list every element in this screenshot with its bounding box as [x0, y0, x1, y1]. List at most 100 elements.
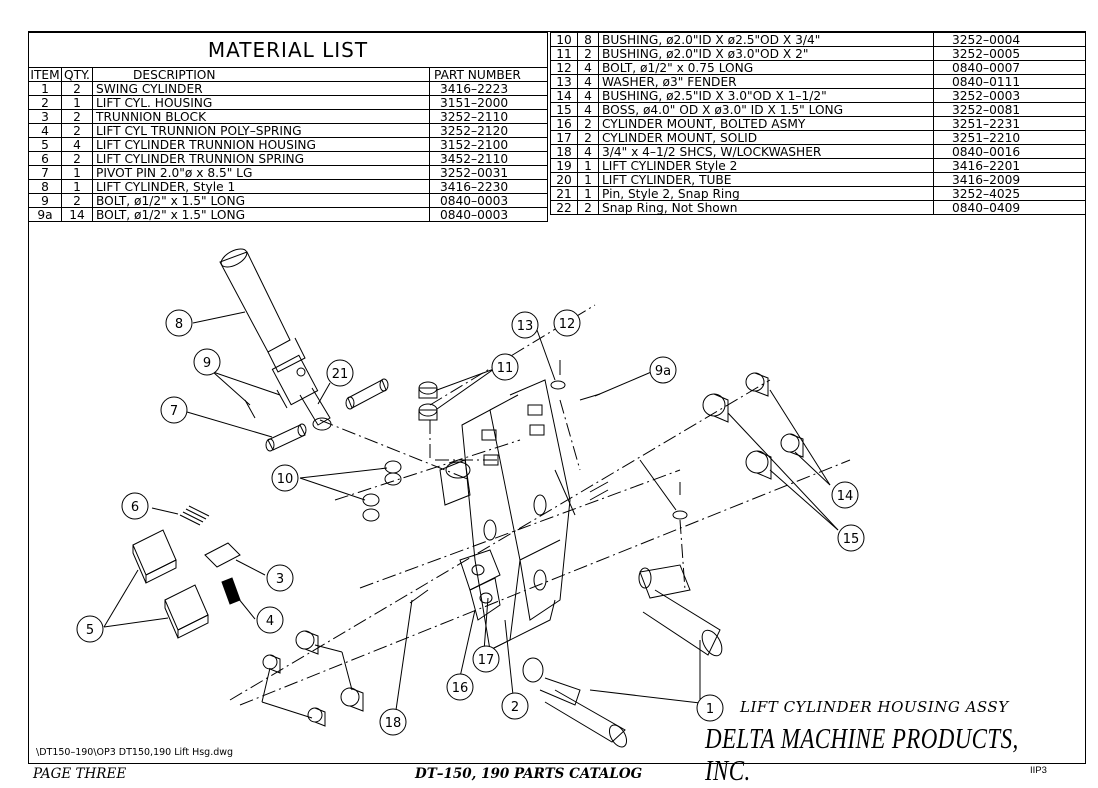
cell-item: 9a: [28, 207, 62, 222]
cell-description: BOLT, ø1/2" x 1.5" LONG: [92, 207, 430, 222]
cell-part: 0840–0003: [429, 207, 548, 222]
cell-part: 3416–2230: [429, 179, 548, 194]
balloon-label: 3: [276, 572, 284, 587]
balloon-18: 18: [379, 708, 407, 736]
balloon-label: 5: [86, 623, 94, 638]
balloon-11: 11: [491, 353, 519, 381]
cell-part: 3252–0031: [429, 165, 548, 180]
cell-part: 3416–2009: [933, 172, 1086, 187]
spring-part-6: [179, 505, 210, 526]
balloon-label: 8: [175, 317, 183, 332]
bosses-part-14-15-left: [262, 630, 364, 727]
sheet-code: IIP3: [1030, 765, 1047, 776]
cell-item: 18: [550, 144, 578, 159]
bosses-part-14-15-right: [702, 372, 804, 480]
bushings-part-10: [362, 460, 402, 522]
balloon-9a: 9a: [649, 356, 677, 384]
balloon-label: 11: [497, 361, 514, 376]
balloon-17: 17: [472, 645, 500, 673]
balloon-14: 14: [831, 481, 859, 509]
bushings-part-11: [418, 381, 438, 421]
trunnion-housings-part-5: [132, 529, 209, 639]
balloon-label: 21: [332, 367, 349, 382]
cell-description: Snap Ring, Not Shown: [598, 200, 934, 215]
company-name: DELTA MACHINE PRODUCTS, INC.: [705, 724, 1019, 787]
drawing-frame: [28, 31, 1086, 764]
cell-item: 12: [550, 60, 578, 75]
balloon-label: 17: [478, 653, 495, 668]
balloon-15: 15: [837, 524, 865, 552]
balloon-6: 6: [121, 492, 149, 520]
balloon-16: 16: [446, 673, 474, 701]
balloon-label: 12: [559, 317, 576, 332]
trunnion-block-part-3: [204, 542, 241, 568]
balloon-label: 10: [277, 472, 294, 487]
assembly-title: LIFT CYLINDER HOUSING ASSY: [740, 698, 1009, 716]
cell-item: 21: [550, 186, 578, 201]
bolts-part-9: [244, 389, 288, 419]
poly-spring-part-4: [221, 577, 241, 605]
balloon-label: 2: [511, 700, 519, 715]
cell-description: WASHER, ø3" FENDER: [598, 74, 934, 89]
balloon-7: 7: [160, 396, 188, 424]
center-lines: [229, 304, 851, 706]
cell-description: Pin, Style 2, Snap Ring: [598, 186, 934, 201]
balloon-21: 21: [326, 359, 354, 387]
balloon-label: 7: [170, 404, 178, 419]
cell-part: 3252–0003: [933, 88, 1086, 103]
cylinder-mounts-part-16-17: [459, 549, 501, 621]
balloon-5: 5: [76, 615, 104, 643]
balloon-8: 8: [165, 309, 193, 337]
cell-part: 0840–0016: [933, 144, 1086, 159]
balloon-3: 3: [266, 564, 294, 592]
cell-description: BOLT, ø1/2" x 0.75 LONG: [598, 60, 934, 75]
cell-item: 13: [550, 74, 578, 89]
cell-part: 3416–2223: [429, 81, 548, 96]
header-part-number: PART NUMBER: [429, 67, 548, 82]
balloon-label: 1: [706, 702, 714, 717]
cell-part: 0840–0409: [933, 200, 1086, 215]
lift-cylinder-housing-part-2: [439, 379, 576, 651]
pivot-pin-part-7: [265, 423, 307, 452]
header-item: ITEM: [28, 67, 62, 82]
balloon-9: 9: [193, 348, 221, 376]
lift-cylinder-part-8: [219, 248, 332, 431]
cell-part: 0840–0003: [429, 193, 548, 208]
balloon-label: 9: [203, 356, 211, 371]
balloon-10: 10: [271, 464, 299, 492]
cell-part: 0840–0007: [933, 60, 1086, 75]
balloon-label: 9a: [655, 364, 671, 379]
page-label: PAGE THREE: [33, 766, 127, 782]
balloon-label: 14: [837, 489, 854, 504]
cell-part: 0840–0111: [933, 74, 1086, 89]
file-path: \DT150–190\OP3 DT150,190 Lift Hsg.dwg: [36, 747, 234, 758]
cell-description: LIFT CYLINDER, Style 1: [92, 179, 430, 194]
leader-lines: [103, 311, 839, 719]
cell-item: 19: [550, 158, 578, 173]
cell-description: LIFT CYL TRUNNION POLY–SPRING: [92, 123, 430, 138]
balloon-label: 6: [131, 500, 139, 515]
balloon-label: 18: [385, 716, 402, 731]
cell-description: LIFT CYLINDER, TUBE: [598, 172, 934, 187]
balloon-label: 13: [517, 319, 534, 334]
cell-description: CYLINDER MOUNT, BOLTED ASMY: [598, 116, 934, 131]
cell-item: 15: [550, 102, 578, 117]
washers-bolts: [409, 360, 688, 604]
cell-part: 3251–2231: [933, 116, 1086, 131]
balloon-1: 1: [696, 694, 724, 722]
cell-part: 3416–2201: [933, 158, 1086, 173]
